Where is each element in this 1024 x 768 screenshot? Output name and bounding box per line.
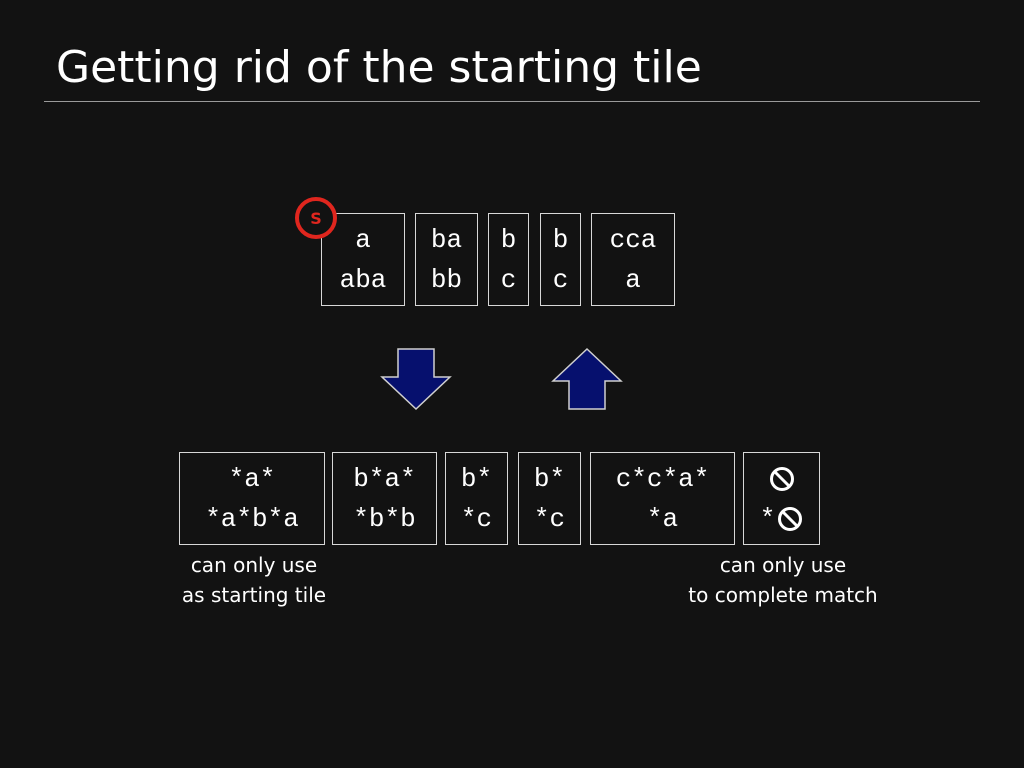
top-tile-2: ba bb [415, 213, 478, 306]
no-symbol-icon [778, 506, 803, 531]
tile-bottom-string: c [552, 264, 569, 295]
tile-bottom-string: *c [460, 503, 493, 534]
tile-top-string: *a* [228, 463, 276, 494]
tile-bottom-string: c [500, 264, 517, 295]
slide-title: Getting rid of the starting tile [56, 42, 702, 93]
tile-bottom-string: bb [430, 264, 463, 295]
arrow-down-icon [380, 348, 452, 411]
tile-bottom-string: *b*b [353, 503, 416, 534]
caption-starting-tile: can only use as starting tile [154, 550, 354, 610]
top-tile-3: b c [488, 213, 529, 306]
tile-bottom-string: *a*b*a [205, 503, 299, 534]
tile-bottom-string: aba [339, 264, 387, 295]
bottom-tile-6: * [743, 452, 820, 545]
bottom-tile-3: b* *c [445, 452, 508, 545]
bottom-tile-5: c*c*a* *a [590, 452, 735, 545]
tile-top-string: ba [430, 224, 463, 255]
tile-top-string [769, 459, 795, 499]
tile-bottom-string: * [760, 499, 804, 539]
top-tile-4: b c [540, 213, 581, 306]
bottom-tile-2: b*a* *b*b [332, 452, 437, 545]
tile-top-string: b* [460, 463, 493, 494]
tile-bottom-string: *a [646, 503, 679, 534]
top-tile-1: a aba [321, 213, 405, 306]
tile-bottom-string: *c [533, 503, 566, 534]
tile-top-string: a [355, 224, 371, 255]
tile-top-string: c*c*a* [615, 463, 710, 494]
tile-top-string: b* [533, 463, 566, 494]
tile-top-string: b [500, 224, 517, 255]
bottom-tile-1: *a* *a*b*a [179, 452, 325, 545]
tile-top-string: cca [609, 224, 657, 255]
caption-line-2: to complete match [688, 583, 878, 607]
caption-line-2: as starting tile [181, 583, 327, 607]
tile-top-string: b*a* [353, 463, 416, 494]
caption-complete-match: can only use to complete match [668, 550, 898, 610]
caption-line-1: can only use [719, 553, 847, 577]
bottom-tile-4: b* *c [518, 452, 581, 545]
title-divider [44, 101, 980, 102]
top-tile-5: cca a [591, 213, 675, 306]
tile-bottom-string: a [625, 264, 641, 295]
tile-top-string: b [552, 224, 569, 255]
starting-tile-badge: S [295, 197, 337, 239]
arrow-up-icon [551, 347, 623, 410]
no-symbol-icon [769, 466, 794, 491]
star-prefix: * [759, 503, 776, 534]
caption-line-1: can only use [190, 553, 318, 577]
